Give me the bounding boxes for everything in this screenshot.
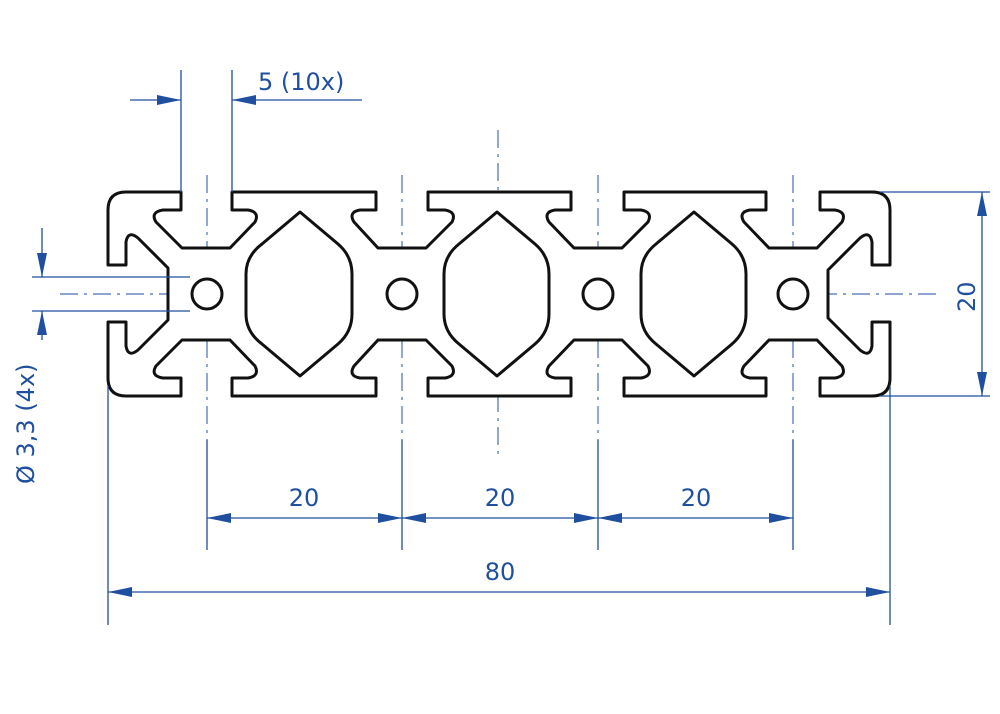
overall-width-label: 80 bbox=[485, 558, 516, 586]
arrow-head bbox=[598, 513, 622, 523]
arrow-head bbox=[157, 95, 181, 105]
arrow-head bbox=[232, 95, 256, 105]
arrow-head bbox=[37, 253, 47, 277]
arrow-head bbox=[977, 372, 987, 396]
core-hole-3 bbox=[581, 277, 615, 311]
core-cavity-1 bbox=[244, 210, 354, 378]
height-label: 20 bbox=[953, 281, 981, 312]
dimension-height: 20 bbox=[880, 191, 990, 397]
core-cavity-3 bbox=[639, 210, 748, 378]
arrow-head bbox=[207, 513, 231, 523]
core-cavity-2 bbox=[442, 210, 551, 378]
arrow-head bbox=[977, 192, 987, 216]
dimension-slot-width: 5 (10x) bbox=[130, 68, 362, 192]
arrow-head bbox=[574, 513, 598, 523]
dimension-hole-diameter: Ø 3,3 (4x) bbox=[12, 228, 190, 484]
hole-diameter-label: Ø 3,3 (4x) bbox=[12, 363, 40, 484]
core-hole-2 bbox=[385, 277, 419, 311]
pitch-label-3: 20 bbox=[681, 484, 712, 512]
arrow-head bbox=[37, 311, 47, 335]
arrow-head bbox=[769, 513, 793, 523]
core-hole-4 bbox=[776, 277, 810, 311]
aluminium-profile bbox=[106, 190, 892, 398]
pitch-label-2: 20 bbox=[485, 484, 516, 512]
core-hole-1 bbox=[190, 277, 224, 311]
arrow-head bbox=[108, 587, 132, 597]
dimension-overall-width: 80 bbox=[107, 386, 891, 625]
arrow-head bbox=[378, 513, 402, 523]
arrow-head bbox=[402, 513, 426, 523]
pitch-label-1: 20 bbox=[289, 484, 320, 512]
arrow-head bbox=[866, 587, 890, 597]
slot-width-label: 5 (10x) bbox=[258, 68, 344, 96]
dimension-pitches: 20 20 20 bbox=[206, 440, 794, 550]
